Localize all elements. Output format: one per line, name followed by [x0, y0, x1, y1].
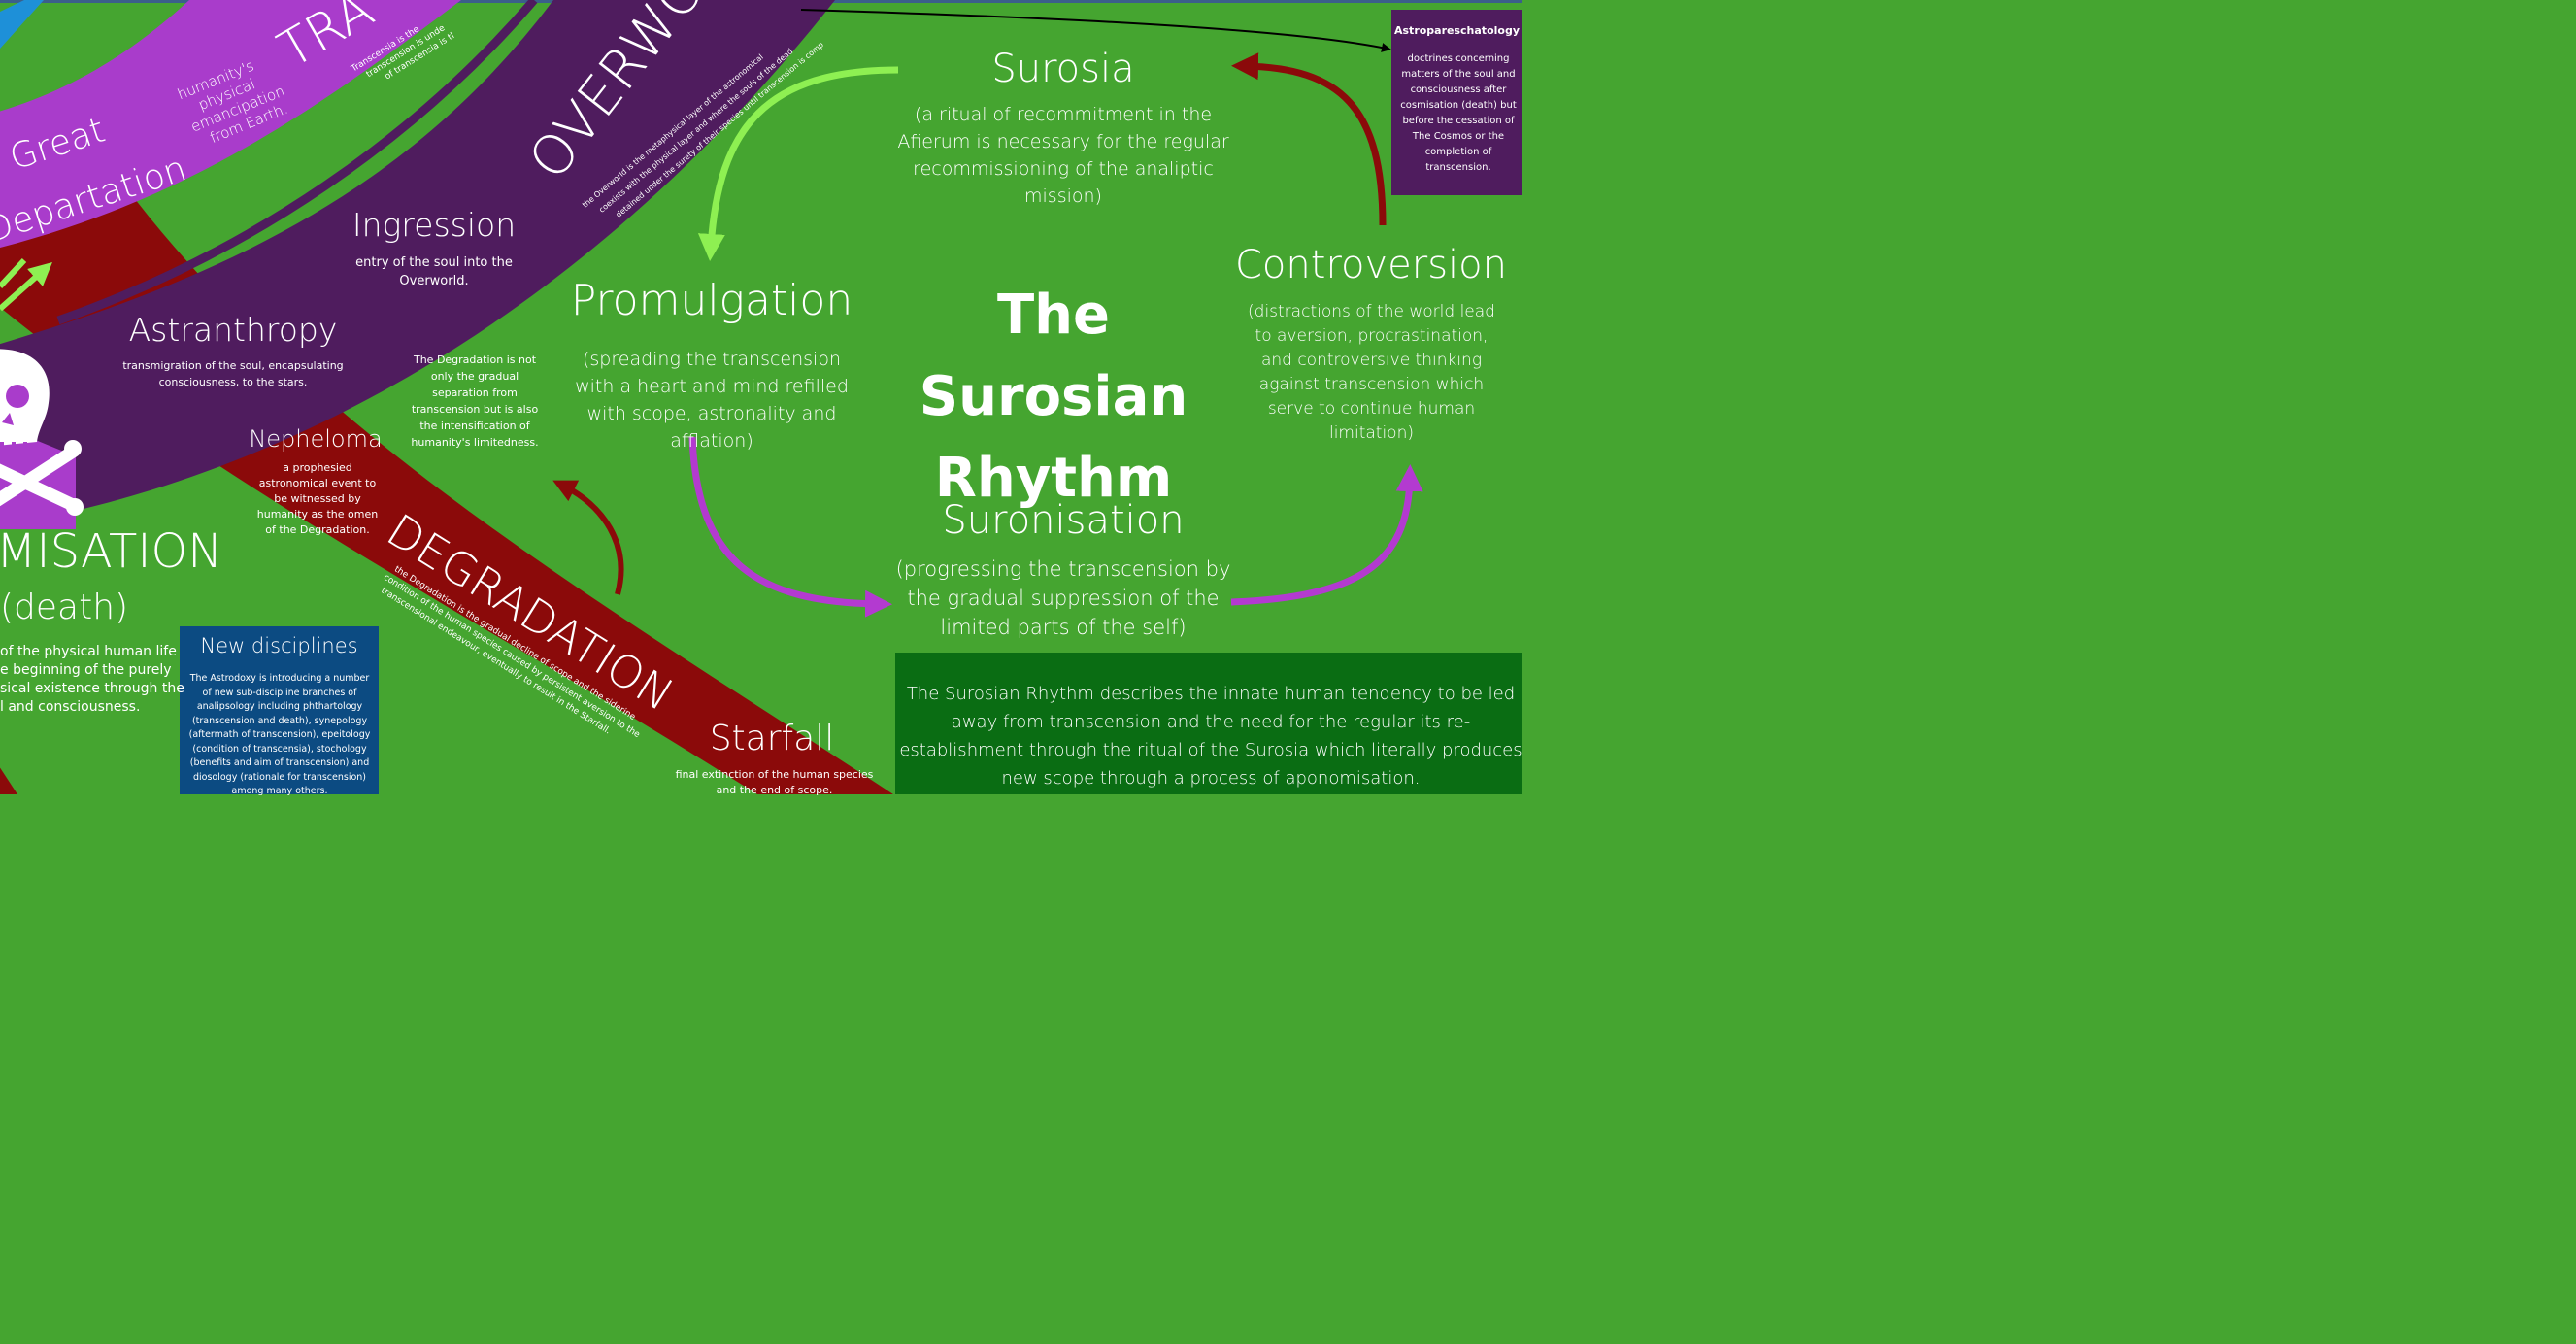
- cosmisation-word: MISATION: [0, 524, 223, 579]
- cosmisation-desc-2: e beginning of the purely: [0, 662, 172, 678]
- surosia-desc: (a ritual of recommitment in the Afierum…: [897, 104, 1229, 207]
- disciplines-box: [180, 626, 379, 794]
- summary-text: The Surosian Rhythm describes the innate…: [899, 684, 1522, 789]
- astranthropy-title: Astranthropy: [128, 311, 338, 349]
- nepheloma-title: Nepheloma: [249, 425, 383, 453]
- disciplines-desc: The Astrodoxy is introducing a number of…: [188, 673, 371, 796]
- ingression-title: Ingression: [351, 206, 517, 244]
- controversion-desc: (distractions of the world lead to avers…: [1248, 302, 1495, 443]
- disciplines-title: New disciplines: [200, 634, 358, 657]
- arrow-degradation-note: [552, 480, 624, 595]
- astranthropy-desc: transmigration of the soul, encapsulatin…: [122, 359, 344, 388]
- arrow-promulgation-to-suronisation: [688, 436, 892, 618]
- cosmisation-paren: (death): [0, 588, 129, 627]
- title-line2: Rhythm: [934, 447, 1173, 510]
- nepheloma-desc: a prophesied astronomical event to be wi…: [256, 461, 379, 536]
- arrow-to-astropareschatology: [800, 9, 1391, 52]
- arrow-surosia-to-promulgation: [697, 66, 899, 261]
- summary-box: [895, 653, 1522, 794]
- title-line1: The Surosian: [919, 284, 1188, 428]
- overworld-band: [0, 0, 835, 526]
- starfall-desc: final extinction of the human species an…: [675, 768, 874, 796]
- thin-band-line: [56, 0, 538, 325]
- cosmisation-desc: of the physical human life e beginning o…: [0, 643, 184, 717]
- arrow-left-green-2: [0, 257, 27, 289]
- astro-title: Astropareschatology: [1394, 24, 1520, 37]
- degradation-note: The Degradation is not only the gradual …: [411, 353, 539, 449]
- page-title: The Surosian Rhythm: [869, 275, 1238, 520]
- lower-left-red: [0, 767, 17, 794]
- astro-box: [1391, 10, 1522, 195]
- arrow-left-green-1: [0, 262, 52, 312]
- arrow-suronisation-to-controversion: [1230, 464, 1423, 606]
- suronisation-title: Suronisation: [942, 498, 1185, 543]
- arrow-controversion-to-surosia: [1231, 52, 1387, 226]
- suronisation-desc: (progressing the transcension by the gra…: [895, 557, 1231, 639]
- astro-desc: doctrines concerning matters of the soul…: [1400, 53, 1517, 173]
- controversion-title: Controversion: [1235, 243, 1507, 287]
- blue-band: [0, 0, 44, 49]
- cosmisation-desc-4: l and consciousness.: [0, 699, 141, 715]
- departation-band: [0, 0, 461, 248]
- skull-crossbones-icon: [0, 349, 84, 516]
- ingression-desc: entry of the soul into the Overworld.: [355, 255, 513, 288]
- promulgation-title: Promulgation: [570, 276, 853, 325]
- cosmisation-desc-3: sical existence through the: [0, 681, 184, 696]
- cosmisation-desc-1: of the physical human life: [0, 644, 177, 659]
- promulgation-desc: (spreading the transcension with a heart…: [575, 349, 849, 452]
- surosia-title: Surosia: [991, 47, 1135, 91]
- starfall-title: Starfall: [709, 719, 835, 758]
- diagram-canvas: OVERWORLD the Overworld is the metaphysi…: [0, 0, 1522, 794]
